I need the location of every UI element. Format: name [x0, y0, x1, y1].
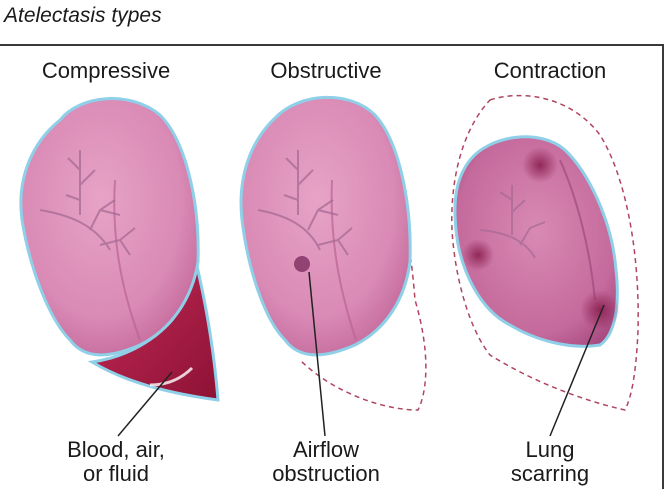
panel-title-contraction: Contraction	[450, 58, 650, 84]
obstructive-lung	[241, 97, 426, 410]
lung-shape	[241, 97, 410, 355]
panel-title-obstructive: Obstructive	[226, 58, 426, 84]
caption-obstructive: Airflow obstruction	[226, 438, 426, 486]
caption-compressive: Blood, air, or fluid	[16, 438, 216, 486]
lung-shape	[21, 99, 198, 355]
compressive-lung	[21, 99, 218, 400]
caption-line: or fluid	[16, 462, 216, 486]
caption-line: Airflow	[226, 438, 426, 462]
caption-contraction: Lung scarring	[450, 438, 650, 486]
panel-title-compressive: Compressive	[6, 58, 206, 84]
scar-patch	[522, 147, 558, 183]
obstruction-plug	[294, 256, 310, 272]
scar-patch	[462, 239, 494, 271]
contraction-lung	[452, 96, 638, 410]
caption-line: Blood, air,	[16, 438, 216, 462]
caption-line: Lung	[450, 438, 650, 462]
caption-line: scarring	[450, 462, 650, 486]
caption-line: obstruction	[226, 462, 426, 486]
scar-patch	[580, 290, 620, 330]
